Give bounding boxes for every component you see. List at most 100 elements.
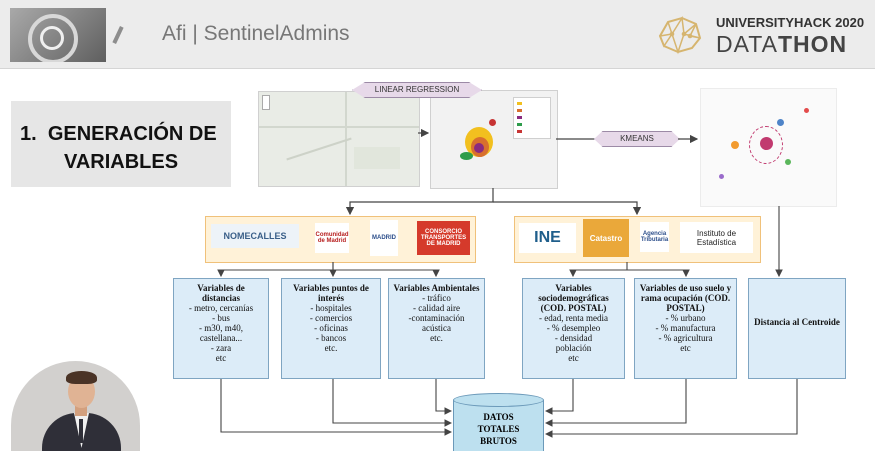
kmeans-cluster-magenta	[760, 137, 773, 150]
variables-uso-suelo-item: - % agricultura	[658, 333, 713, 343]
arrow-regression-left-branch	[345, 188, 494, 216]
legend-swatch-green	[517, 123, 522, 126]
variables-ambientales-title: Variables Ambientales	[393, 283, 480, 293]
arrow-socio-to-database	[544, 379, 574, 415]
map-road-line	[259, 126, 419, 128]
arrow-to-sociodemograficas	[569, 262, 628, 278]
arrow-puntos-to-database	[332, 379, 453, 427]
kmeans-cluster-green	[785, 159, 791, 165]
legend-swatch-orange	[517, 109, 522, 112]
database-label: DATOS TOTALES BRUTOS	[453, 411, 544, 447]
section-title-line1: 1. GENERACIÓN DE	[20, 123, 217, 145]
kmeans-cluster-orange	[731, 141, 739, 149]
database-body	[453, 400, 544, 451]
map-zoom-control-icon	[262, 95, 270, 110]
kmeans-cluster-blue	[777, 119, 784, 126]
variables-distancias-box: Variables de distancias - metro, cercaní…	[173, 278, 269, 379]
kmeans-cluster-violet	[719, 174, 724, 179]
variables-ambientales-item: etc.	[430, 333, 443, 343]
variables-uso-suelo-item: - % manufactura	[655, 323, 716, 333]
variables-puntos-interes-item: - oficinas	[314, 323, 348, 333]
variables-ambientales-item: - calidad aire	[413, 303, 460, 313]
map-urban-area	[354, 147, 400, 169]
afi-logo-image	[10, 8, 106, 62]
variables-puntos-interes-item: etc.	[324, 343, 338, 353]
decorative-ring-icon	[28, 14, 78, 62]
linear-regression-label: LINEAR REGRESSION	[352, 82, 482, 98]
section-title: 1. GENERACIÓN DE VARIABLES	[20, 120, 230, 176]
database-label-line1: DATOS	[483, 412, 514, 422]
presenter-webcam	[11, 361, 140, 451]
kmeans-cluster-red	[804, 108, 809, 113]
variables-sociodemograficas-box: Variables sociodemográficas (COD. POSTAL…	[522, 278, 625, 379]
consorcio-transportes-logo: CONSORCIO TRANSPORTES DE MADRID	[417, 221, 470, 255]
arrow-ambientales-to-database	[435, 379, 453, 415]
map-road-line	[286, 137, 352, 161]
arrow-centroide-to-database	[544, 379, 798, 438]
map-cluster-purple	[474, 143, 484, 153]
variables-distancias-item: - metro, cercanías	[188, 303, 254, 313]
separator-icon	[112, 25, 124, 45]
slide-header: Afi | SentinelAdmins UNIVERSITYHACK 2020…	[0, 0, 875, 69]
comunidad-madrid-logo: Comunidad de Madrid	[315, 223, 349, 253]
instituto-estadistica-logo: Instituto de Estadística	[680, 222, 753, 253]
variables-sociodemograficas-item: etc	[568, 353, 579, 363]
nomecalles-logo: NOMECALLES	[211, 224, 299, 248]
presenter-hair	[66, 371, 97, 384]
map-cluster-green	[460, 152, 473, 160]
datathon-wordmark: DATATHON	[716, 31, 847, 58]
variables-distancias-title: Variables de distancias	[197, 283, 245, 303]
variables-distancias-item: - zara	[210, 343, 232, 353]
variables-sociodemograficas-item: población	[555, 343, 592, 353]
variables-uso-suelo-item: - % urbano	[665, 313, 706, 323]
variables-ambientales-item: -contaminación	[408, 313, 465, 323]
base-map-image	[258, 91, 420, 187]
arrow-to-distancias	[217, 262, 334, 278]
kmeans-cluster-outline	[749, 126, 783, 164]
variables-distancias-item: etc	[215, 353, 227, 363]
page-title: Afi | SentinelAdmins	[162, 22, 350, 45]
variables-sociodemograficas-item: - edad, renta media	[539, 313, 608, 323]
distancia-centroide-box: Distancia al Centroide	[748, 278, 846, 379]
ine-logo: INE	[519, 223, 576, 253]
kmeans-map-image	[700, 88, 837, 207]
variables-ambientales-box: Variables Ambientales - tráfico - calida…	[388, 278, 485, 379]
arrow-distancias-to-database	[220, 379, 453, 436]
section-title-line2: VARIABLES	[64, 151, 179, 173]
variables-puntos-interes-item: - bancos	[315, 333, 347, 343]
variables-sociodemograficas-item: - densidad	[554, 333, 593, 343]
presenter-neck	[75, 406, 87, 416]
brain-logo-icon	[658, 15, 702, 55]
legend-swatch-red	[517, 130, 522, 133]
variables-distancias-item: castellana...	[199, 333, 243, 343]
legend-swatch-yellow	[517, 102, 522, 105]
variables-distancias-item: - bus	[212, 313, 230, 323]
variables-ambientales-item: acústica	[422, 323, 451, 333]
decorative-inner-ring-icon	[40, 26, 64, 50]
section-title-card	[11, 101, 231, 187]
variables-puntos-interes-item: - hospitales	[310, 303, 352, 313]
variables-puntos-interes-item: - comercios	[309, 313, 353, 323]
database-label-line3: BRUTOS	[480, 436, 517, 446]
agencia-tributaria-logo: Agencia Tributaria	[640, 222, 669, 252]
arrow-to-ambientales	[333, 269, 440, 278]
datathon-wordmark-part-a: DATA	[716, 31, 778, 57]
arrow-regression-right-branch	[493, 201, 642, 216]
hackathon-title: UNIVERSITYHACK 2020	[716, 15, 865, 30]
variables-distancias-item: - m30, m40,	[199, 323, 243, 333]
variables-puntos-interes-title: Variables puntos de interés	[293, 283, 369, 303]
legend-swatch-purple	[517, 116, 522, 119]
variables-ambientales-item: - tráfico	[422, 293, 451, 303]
regression-map-image	[430, 90, 558, 189]
variables-uso-suelo-box: Variables de uso suelo y rama ocupación …	[634, 278, 737, 379]
database-label-line2: TOTALES	[477, 424, 520, 434]
variables-uso-suelo-item: etc	[680, 343, 691, 353]
distancia-centroide-title: Distancia al Centroide	[754, 317, 840, 327]
arrow-to-uso-suelo	[627, 269, 690, 278]
variables-uso-suelo-title: Variables de uso suelo y rama ocupación …	[639, 283, 732, 313]
variables-sociodemograficas-title: Variables sociodemográficas (COD. POSTAL…	[538, 283, 609, 313]
datathon-wordmark-part-b: THON	[777, 31, 848, 57]
variables-sociodemograficas-item: - % desempleo	[546, 323, 601, 333]
variables-puntos-interes-box: Variables puntos de interés - hospitales…	[281, 278, 381, 379]
